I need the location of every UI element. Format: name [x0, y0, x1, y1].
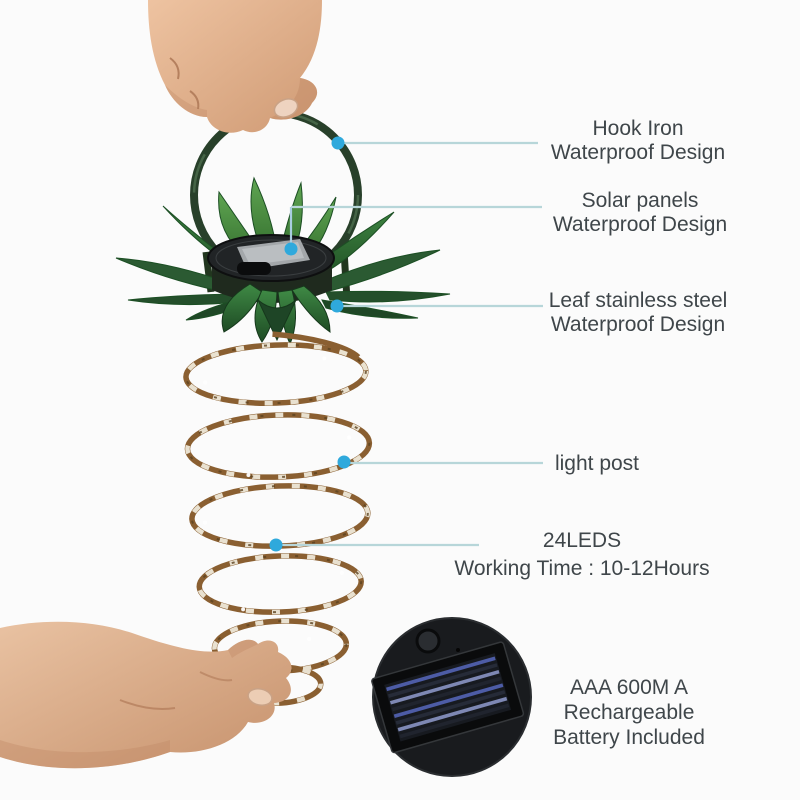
annotation-hook-line-1: Hook Iron: [592, 117, 684, 140]
marker-dot-hook: [331, 136, 345, 150]
annotation-leds: 24LEDS Working Time : 10-12Hours: [454, 527, 709, 583]
annotation-solar-line-2: Waterproof Design: [552, 213, 728, 236]
annotation-light-post: light post: [555, 452, 639, 476]
annotation-leaf-steel: Leaf stainless steel Waterproof Design: [549, 289, 728, 337]
bottom-hand: [0, 621, 292, 769]
annotation-light-post-line-1: light post: [554, 452, 640, 475]
annotation-leds-line-2: Working Time : 10-12Hours: [454, 557, 710, 580]
top-hand: [148, 0, 322, 133]
annotation-hook-line-2: Waterproof Design: [550, 141, 726, 164]
annotation-leaf-line-2: Waterproof Design: [550, 313, 726, 336]
led-glints: [203, 356, 352, 668]
annotation-solar-line-1: Solar panels: [581, 189, 699, 212]
annotation-battery-line-2: Rechargeable: [563, 701, 695, 724]
annotation-battery-line-1: AAA 600M A: [570, 676, 688, 699]
marker-dot-leds: [269, 538, 283, 552]
annotation-battery: AAA 600M A Rechargeable Battery Included: [553, 675, 705, 750]
annotation-hook-iron: Hook Iron Waterproof Design: [551, 117, 725, 165]
annotation-solar-panels: Solar panels Waterproof Design: [553, 189, 727, 237]
annotation-leds-line-1: 24LEDS: [542, 529, 622, 552]
spiral-light-string: [183, 331, 373, 707]
marker-dot-light-post: [337, 455, 351, 469]
marker-dot-solar: [284, 242, 298, 256]
leaf-cup-front: [221, 283, 331, 346]
solar-panel-closeup: [371, 617, 532, 777]
marker-dots: [269, 136, 351, 552]
marker-dot-leaf: [330, 299, 344, 313]
callout-lines: [276, 141, 543, 547]
annotation-leaf-line-1: Leaf stainless steel: [548, 289, 728, 312]
annotation-battery-line-3: Battery Included: [553, 726, 705, 749]
